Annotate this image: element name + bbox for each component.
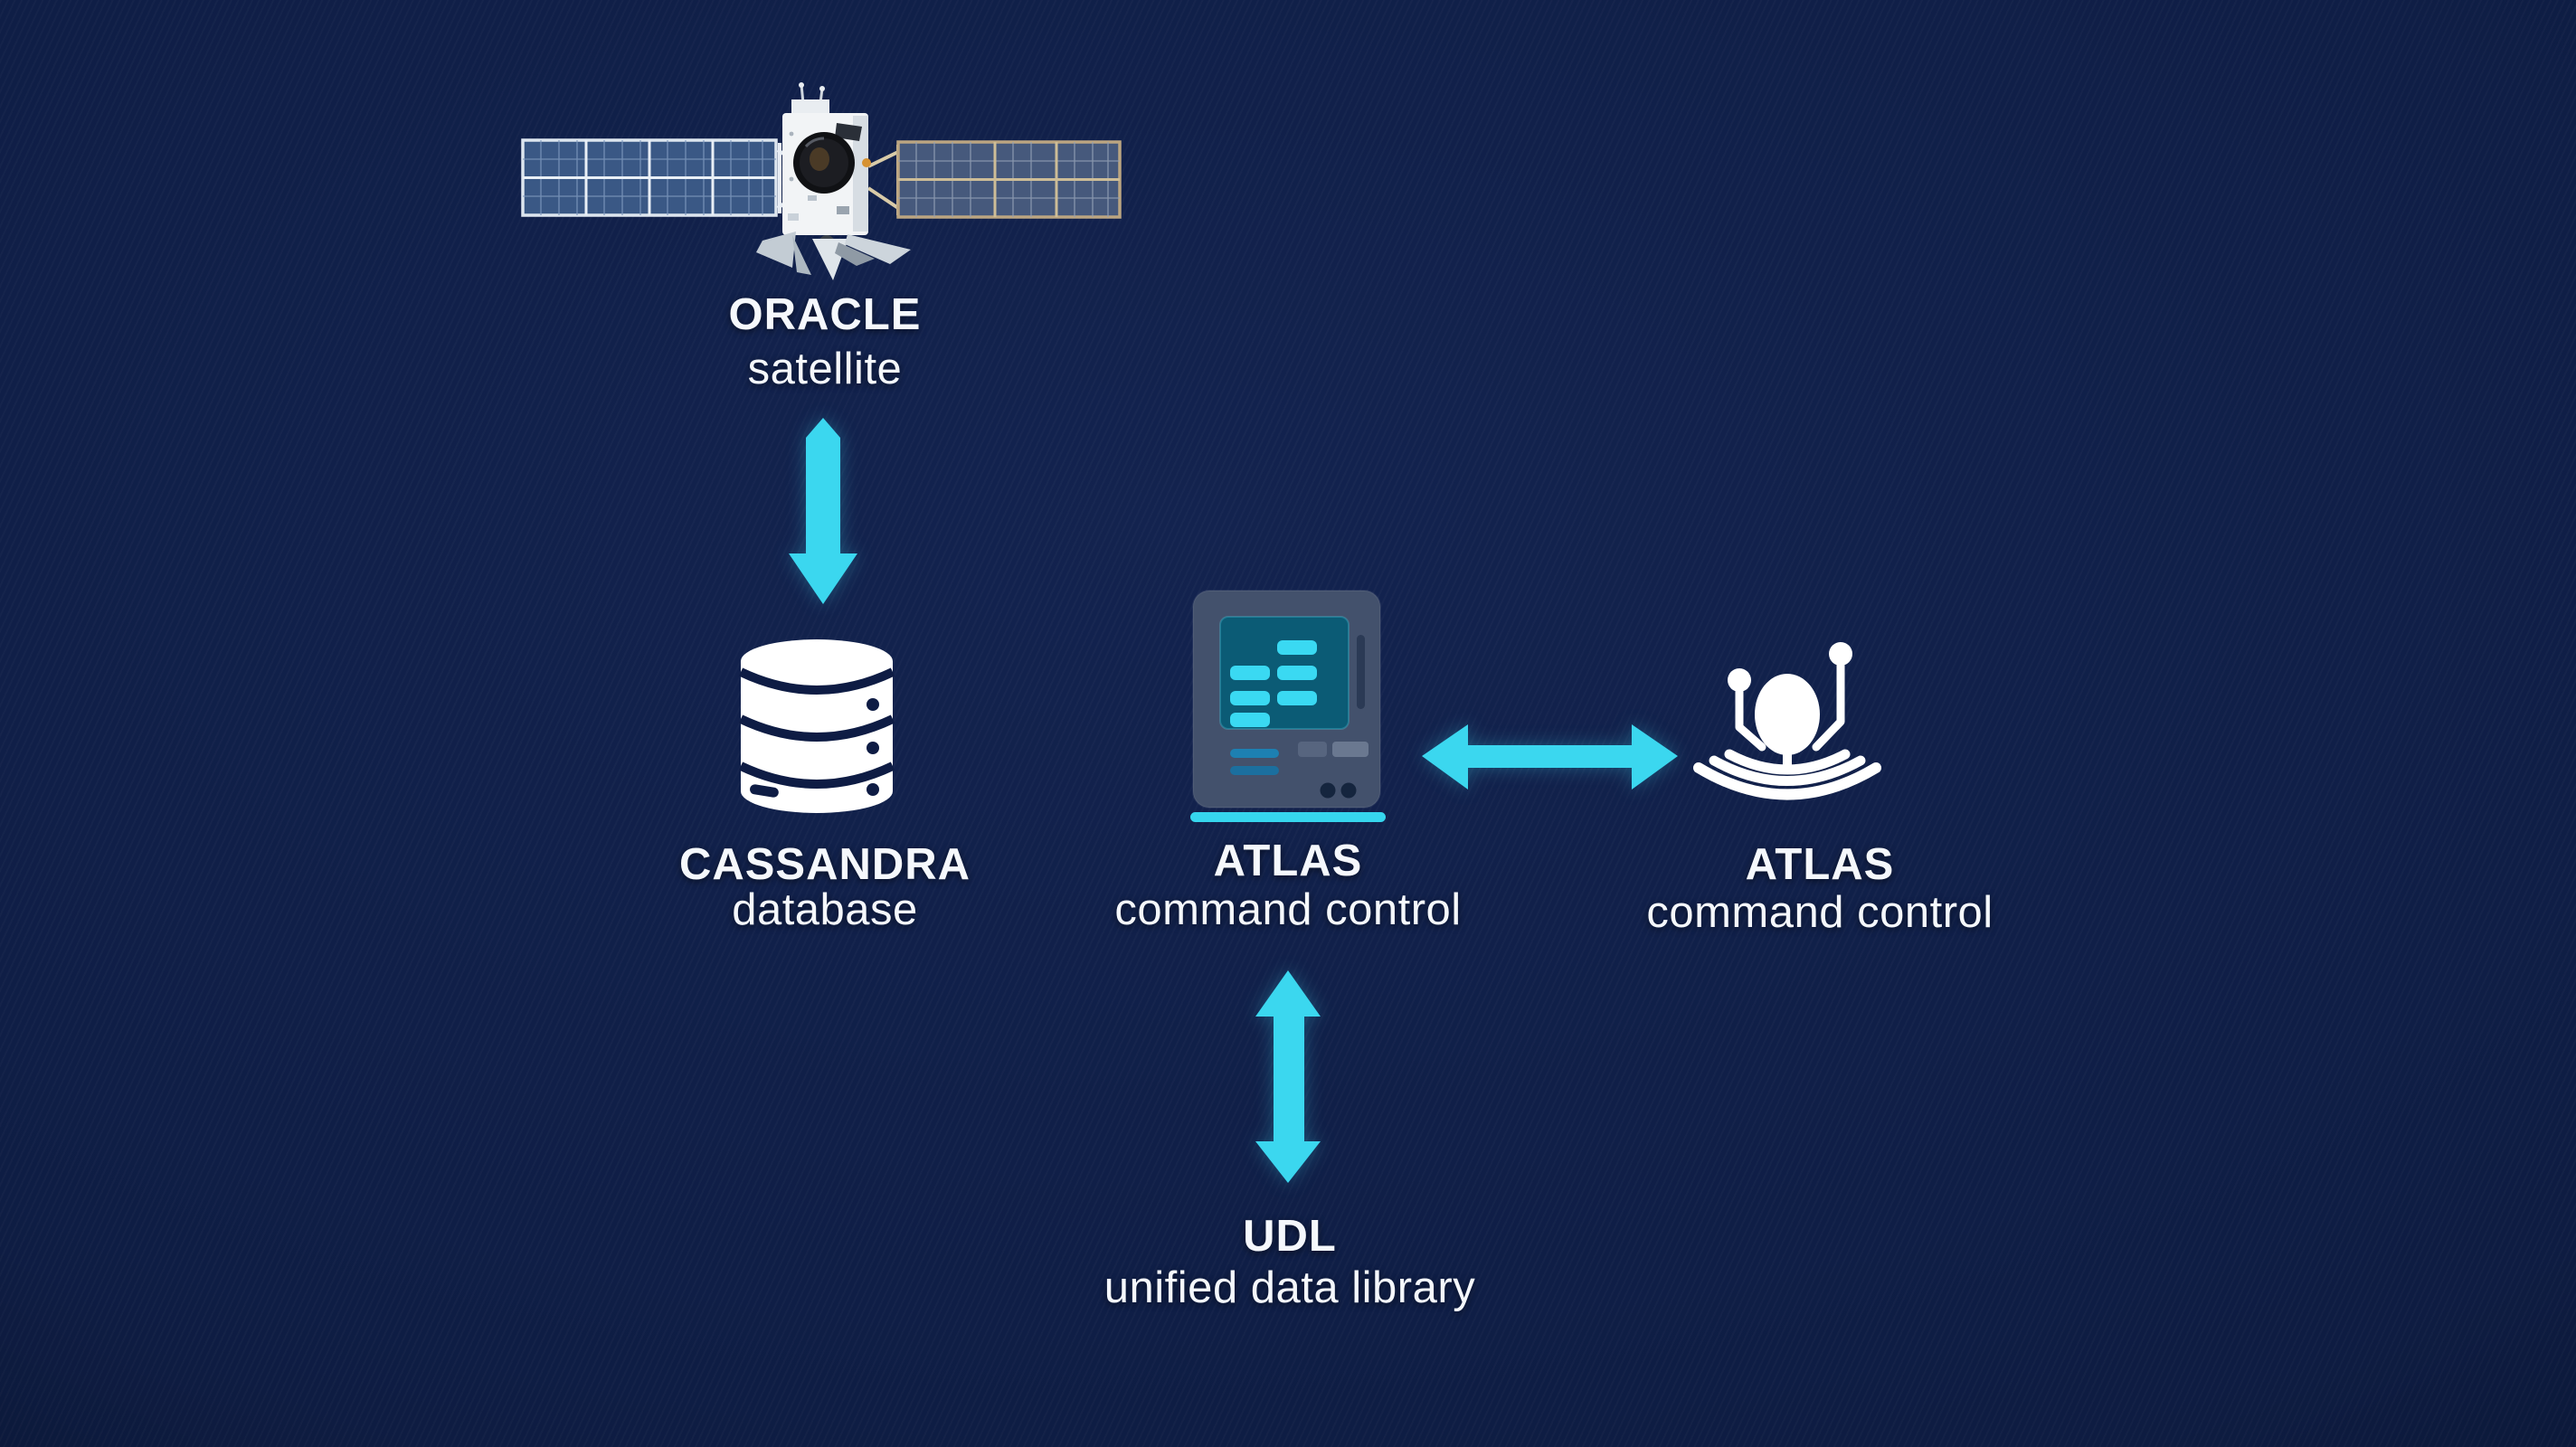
oracle-title: ORACLE	[728, 290, 922, 339]
satellite-fins	[756, 232, 911, 280]
arrow-horizontal-icon	[1422, 724, 1678, 790]
udl-subtitle: unified data library	[1103, 1263, 1476, 1312]
arrow-vertical-icon	[1255, 970, 1321, 1183]
atlas-console-subtitle: command control	[1114, 885, 1462, 934]
satellite-right-solar-panel	[896, 140, 1122, 219]
satellite-left-solar-panel	[521, 138, 778, 217]
console-base-bar	[1190, 812, 1386, 822]
atlas-console-title: ATLAS	[1213, 837, 1363, 885]
ground-station-icon	[1693, 642, 1881, 800]
command-console-icon	[1190, 590, 1386, 822]
satellite-icon	[521, 82, 1122, 280]
oracle-subtitle: satellite	[747, 345, 903, 393]
atlas-ground-title: ATLAS	[1745, 840, 1895, 889]
console-screen-bars	[1230, 640, 1317, 727]
satellite-body	[782, 82, 871, 235]
atlas-ground-subtitle: command control	[1646, 888, 1994, 937]
database-icon	[738, 639, 895, 813]
cassandra-subtitle: database	[732, 885, 918, 934]
cassandra-title: CASSANDRA	[678, 840, 971, 889]
satellite-right-struts	[867, 145, 900, 215]
udl-title: UDL	[1243, 1212, 1337, 1261]
arrow-down-icon	[789, 418, 857, 604]
